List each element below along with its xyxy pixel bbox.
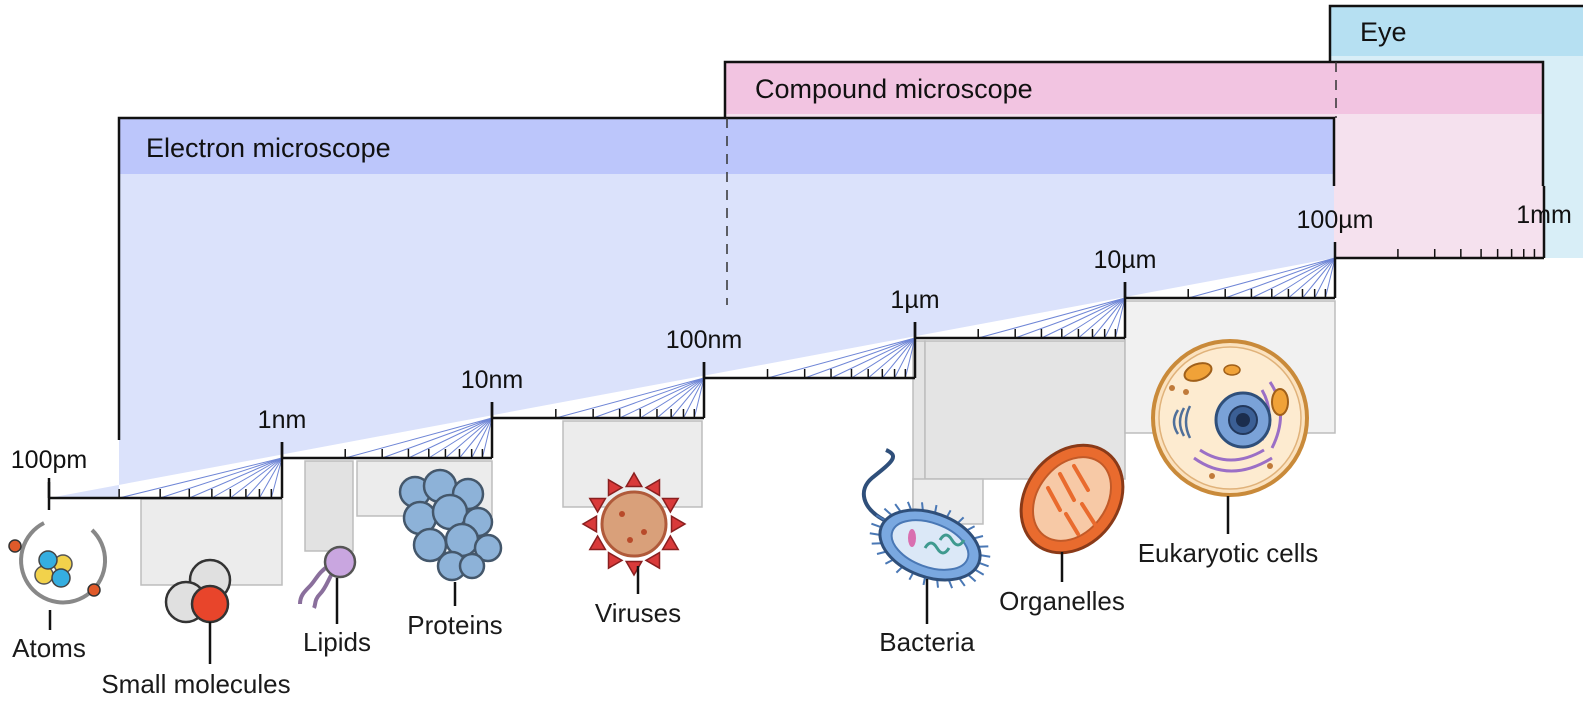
scale-fan-line [428, 417, 493, 459]
label-proteins: Proteins [407, 610, 502, 640]
molecule-icon [164, 558, 232, 624]
scale-fan-line [1041, 297, 1126, 339]
scale-fan-line [408, 417, 493, 459]
scale-fan-line [851, 337, 916, 379]
scale-label-1nm: 1nm [258, 406, 307, 434]
object-labels: Atoms Small molecules Lipids Proteins Vi… [12, 538, 1318, 699]
protein-icon [398, 468, 503, 582]
scale-fan-line [1188, 257, 1336, 299]
virus-spike [644, 478, 661, 497]
label-lipids: Lipids [303, 627, 371, 657]
virus-spike [607, 478, 624, 497]
label-small-molecules: Small molecules [101, 669, 290, 699]
scale-labels: 100pm 1nm 10nm 100nm 1µm 10µm 100µm 1mm [11, 201, 1572, 474]
mitochondrion-icon [1019, 443, 1125, 555]
scale-label-100nm: 100nm [666, 326, 742, 354]
scale-fan-line [1271, 257, 1336, 299]
scale-fan-line [683, 377, 705, 419]
scale-fan-line [639, 377, 705, 419]
scale-fan-line [445, 417, 493, 459]
virus-spike [661, 534, 680, 551]
scale-fan-line [804, 337, 916, 379]
scale-fan-line [119, 457, 283, 499]
bacterium-pilus [871, 522, 882, 529]
scale-fan-line [1324, 257, 1336, 299]
scale-fan-line [1092, 297, 1126, 339]
scale-fan-line [459, 417, 493, 459]
label-bacteria: Bacteria [879, 627, 975, 657]
scale-fan-line [1225, 257, 1336, 299]
scale-fan-line [670, 377, 705, 419]
atom-icon [8, 521, 107, 605]
scale-fan-line [767, 337, 916, 379]
virus-spike [670, 514, 687, 534]
lipid-icon [298, 545, 357, 609]
label-organelles: Organelles [999, 586, 1125, 616]
virus-icon [581, 471, 687, 577]
virus-spike [588, 497, 607, 514]
scale-fan-line [867, 337, 916, 379]
virus-spike [581, 514, 598, 534]
cell-icon [1151, 339, 1309, 497]
scale-fan-line [1114, 297, 1126, 339]
scale-fan-line [211, 457, 283, 499]
scale-label-10nm: 10nm [461, 366, 524, 394]
scale-label-1um: 1µm [890, 286, 939, 314]
scale-fan-line [904, 337, 916, 379]
bacterium-icon [861, 448, 991, 589]
scale-fan-line [1302, 257, 1336, 299]
scale-fan-line [693, 377, 705, 419]
eye-label: Eye [1360, 17, 1407, 47]
bacterium-pilus [979, 554, 991, 558]
scale-fan-line [1251, 257, 1336, 299]
virus-spike [588, 534, 607, 551]
label-viruses: Viruses [595, 598, 681, 628]
label-eukaryotic-cells: Eukaryotic cells [1138, 538, 1319, 568]
scale-fan-line [656, 377, 705, 419]
scale-fan-line [619, 377, 705, 419]
scale-fan-line [1314, 257, 1336, 299]
compound-microscope-label: Compound microscope [755, 74, 1033, 104]
scale-fan-line [189, 457, 283, 499]
scale-label-100pm: 100pm [11, 446, 87, 474]
scale-fan-line [245, 457, 283, 499]
scale-fan-line [1061, 297, 1126, 339]
scale-fan-line [160, 457, 283, 499]
log-scale-staircase [47, 186, 1546, 510]
bacterium-pilus [978, 561, 989, 568]
scale-fan-line [1015, 297, 1126, 339]
scale-fan-line [881, 337, 916, 379]
virus-spike [624, 560, 644, 577]
scale-fan-line [978, 297, 1126, 339]
scale-label-10um: 10µm [1093, 246, 1156, 274]
scale-fan-line [555, 377, 705, 419]
scale-fan-line [592, 377, 705, 419]
scale-fan-line [1288, 257, 1336, 299]
virus-spike [644, 551, 661, 570]
scale-label-1mm: 1mm [1516, 201, 1572, 229]
bacterium-pilus [869, 532, 881, 536]
scale-fan-line [894, 337, 916, 379]
scale-fan-line [345, 417, 493, 459]
scale-fan-line [382, 417, 493, 459]
scale-fan-line [830, 337, 916, 379]
scale-fan-line [471, 417, 493, 459]
virus-spike [624, 471, 644, 488]
virus-spike [607, 551, 624, 570]
scale-fan-line [1104, 297, 1126, 339]
bacterium-pilus [875, 514, 886, 522]
scale-fan-line [270, 457, 283, 499]
scale-fan-line [1078, 297, 1126, 339]
scale-label-100um: 100µm [1297, 206, 1374, 234]
electron-microscope-label: Electron microscope [146, 133, 391, 163]
label-atoms: Atoms [12, 633, 86, 663]
scale-fan-line [258, 457, 283, 499]
virus-spike [661, 497, 680, 514]
bacterium-pilus [974, 568, 985, 576]
scale-fan-line [481, 417, 493, 459]
scale-fan-line [230, 457, 283, 499]
